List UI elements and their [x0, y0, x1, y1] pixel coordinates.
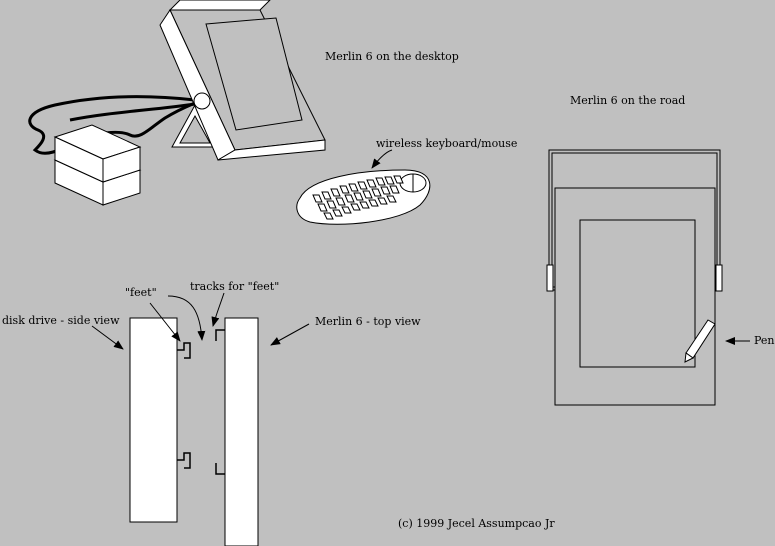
disk-drive-side-view	[129, 317, 178, 523]
feet-label: "feet"	[125, 286, 157, 299]
tracks-label: tracks for "feet"	[190, 280, 280, 293]
top-view-label: Merlin 6 - top view	[315, 315, 421, 328]
merlin-top-view	[224, 317, 259, 546]
disk-drive-stack	[53, 124, 142, 206]
disk-drive-side-view-label: disk drive - side view	[2, 314, 120, 327]
desktop-cable	[28, 95, 196, 155]
copyright: (c) 1999 Jecel Assumpcao Jr	[398, 517, 555, 530]
road-tablet	[546, 149, 723, 406]
keyboard-label: wireless keyboard/mouse	[376, 137, 518, 150]
pen-label: Pen	[754, 334, 775, 347]
pen	[684, 319, 716, 363]
feet-tracks	[215, 329, 225, 475]
desktop-label: Merlin 6 on the desktop	[325, 50, 459, 63]
wireless-keyboard-mouse	[296, 169, 431, 225]
road-label: Merlin 6 on the road	[570, 94, 686, 107]
keyboard-arrow	[371, 149, 393, 169]
disk-drive-feet	[177, 342, 191, 469]
keyboard-keys	[312, 175, 404, 220]
desktop-tablet	[159, 0, 326, 161]
arrows	[91, 292, 310, 350]
